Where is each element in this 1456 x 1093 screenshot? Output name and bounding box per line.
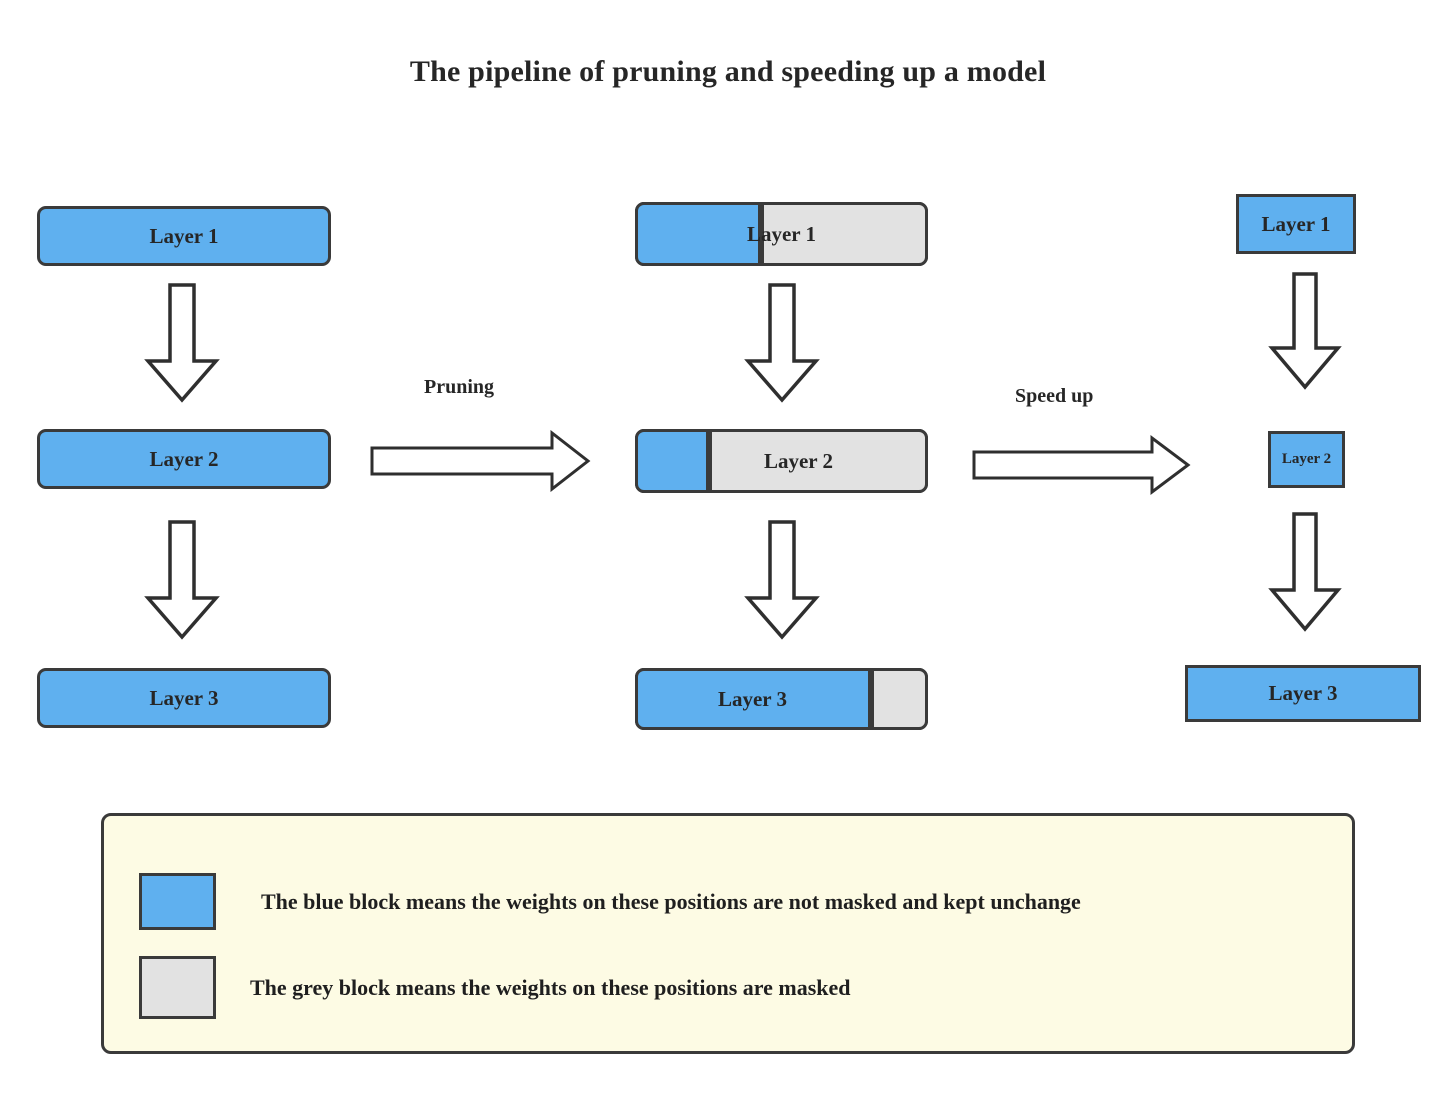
arrow-pruned-2-to-3 <box>740 520 824 640</box>
block-label: Layer 1 <box>149 223 219 248</box>
arrow-pruning <box>370 430 592 492</box>
block-label: Layer 2 <box>149 446 219 471</box>
legend-swatch-grey-icon <box>139 956 216 1019</box>
legend-swatch-blue-icon <box>139 873 216 930</box>
block-label: Layer 1 <box>1261 211 1331 236</box>
block-label: Layer 3 <box>1268 681 1338 705</box>
step-label-speed-up: Speed up <box>1015 385 1094 407</box>
arrow-original-1-to-2 <box>140 283 224 403</box>
arrow-spedup-2-to-3 <box>1265 512 1345 632</box>
arrow-spedup-1-to-2 <box>1265 272 1345 390</box>
block-pruned-layer-1: Layer 1 <box>635 202 928 266</box>
block-label: Layer 2 <box>1281 451 1332 467</box>
kept-segment <box>635 668 871 730</box>
block-label: Layer 3 <box>149 685 219 710</box>
legend-row-grey: The grey block means the weights on thes… <box>139 956 851 1019</box>
block-original-layer-2: Layer 2 <box>37 429 331 489</box>
legend-box: The blue block means the weights on thes… <box>101 813 1355 1054</box>
block-spedup-layer-3: Layer 3 <box>1185 665 1421 722</box>
masked-segment <box>709 429 928 493</box>
block-pruned-layer-3: Layer 3 <box>635 668 928 730</box>
arrow-original-2-to-3 <box>140 520 224 640</box>
kept-segment <box>635 202 761 266</box>
block-spedup-layer-1: Layer 1 <box>1236 194 1356 254</box>
block-original-layer-3: Layer 3 <box>37 668 331 728</box>
arrow-speed-up <box>972 435 1192 495</box>
step-label-pruning: Pruning <box>424 376 495 398</box>
block-spedup-layer-2: Layer 2 <box>1268 431 1345 488</box>
page-title: The pipeline of pruning and speeding up … <box>409 55 1047 88</box>
masked-segment <box>761 202 928 266</box>
block-pruned-layer-2: Layer 2 <box>635 429 928 493</box>
block-original-layer-1: Layer 1 <box>37 206 331 266</box>
arrow-pruned-1-to-2 <box>740 283 824 403</box>
masked-segment <box>871 668 928 730</box>
legend-row-blue: The blue block means the weights on thes… <box>139 873 1081 930</box>
kept-segment <box>635 429 709 493</box>
legend-label: The blue block means the weights on thes… <box>261 888 1081 914</box>
legend-label: The grey block means the weights on thes… <box>250 974 851 1000</box>
